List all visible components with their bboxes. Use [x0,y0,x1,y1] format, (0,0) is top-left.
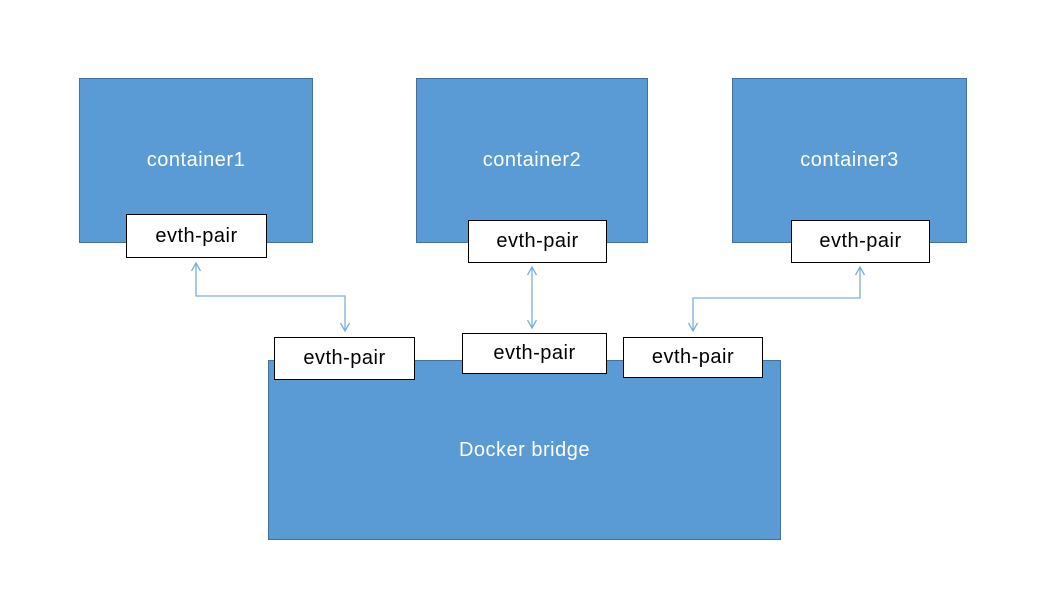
node-container3: container3 [732,78,967,243]
connector-container3-bridge-arrow [687,265,866,333]
veth-pair-label: evth-pair [303,347,386,369]
veth-pair-box-container1: evth-pair [126,214,267,258]
node-docker-bridge: Docker bridge [268,360,781,540]
veth-pair-box-bridge-left: evth-pair [274,337,415,380]
veth-pair-box-bridge-right: evth-pair [623,337,763,378]
veth-pair-box-bridge-middle: evth-pair [462,333,607,374]
node-container3-label: container3 [800,149,899,171]
veth-pair-label: evth-pair [493,342,576,364]
connector-container1-bridge-arrow [190,261,351,333]
node-container2: container2 [416,78,648,243]
veth-pair-box-container2: evth-pair [468,220,607,263]
veth-pair-label: evth-pair [155,224,238,247]
veth-pair-label: evth-pair [651,346,735,368]
veth-pair-label: evth-pair [496,230,579,252]
node-container1-label: container1 [146,149,246,171]
node-docker-bridge-label: Docker bridge [458,438,590,461]
veth-pair-box-container3: evth-pair [791,220,930,263]
node-container2-label: container2 [482,149,582,171]
veth-pair-label: evth-pair [819,230,902,252]
